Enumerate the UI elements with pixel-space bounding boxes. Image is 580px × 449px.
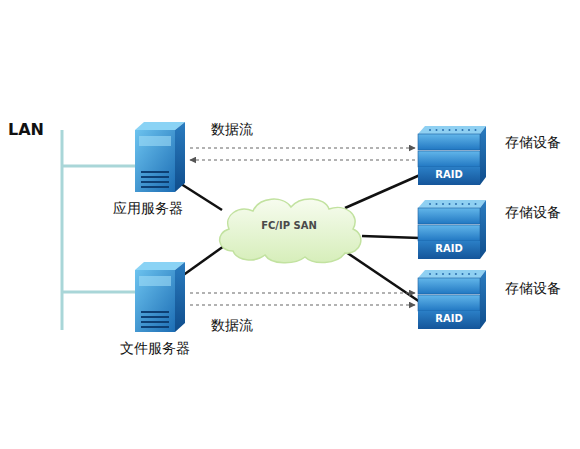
server-label: 文件服务器	[112, 340, 197, 358]
server-slot	[141, 186, 169, 188]
raid-panel	[418, 225, 480, 241]
server-panel	[139, 136, 171, 146]
flow-label: 数据流	[211, 121, 253, 139]
san-link	[345, 175, 420, 208]
raid-vent	[475, 273, 477, 275]
san-link	[362, 236, 420, 238]
raid-label: RAID	[418, 313, 480, 324]
storage-label: 存储设备	[505, 134, 561, 152]
cloud-node: FC/IP SAN	[213, 193, 365, 265]
raid-panel	[418, 295, 480, 311]
raid-panel	[418, 151, 480, 167]
lan-branch	[62, 165, 137, 168]
raid-vent	[462, 129, 464, 131]
raid-vent	[475, 203, 477, 205]
server-icon	[135, 262, 187, 332]
raid-vent	[442, 203, 444, 205]
raid-top	[418, 200, 486, 208]
raid-vent	[442, 129, 444, 131]
raid-vent	[462, 203, 464, 205]
raid-vent	[455, 273, 457, 275]
server-node: 应用服务器	[105, 118, 190, 222]
server-front	[135, 130, 175, 192]
raid-panel	[418, 278, 480, 294]
raid-top	[418, 126, 486, 134]
server-slot	[141, 316, 169, 318]
raid-panel	[418, 208, 480, 224]
raid-band	[418, 311, 480, 329]
server-slot	[141, 321, 169, 323]
storage-node: RAID 存储设备	[418, 198, 568, 260]
raid-vent	[468, 203, 470, 205]
raid-side	[480, 200, 486, 259]
raid-vent	[429, 203, 431, 205]
raid-vent	[449, 273, 451, 275]
san-link	[343, 250, 420, 302]
raid-side	[480, 270, 486, 329]
raid-vent	[449, 129, 451, 131]
storage-label: 存储设备	[505, 204, 561, 222]
server-front	[135, 270, 175, 332]
server-icon	[135, 122, 187, 192]
server-slot	[141, 326, 169, 328]
server-slot	[141, 176, 169, 178]
lan-branch	[62, 291, 137, 294]
san-link	[178, 182, 222, 210]
raid-band	[418, 167, 480, 185]
cloud-label: FC/IP SAN	[213, 220, 365, 231]
storage-node: RAID 存储设备	[418, 124, 568, 186]
server-panel	[139, 276, 171, 286]
raid-band	[418, 241, 480, 259]
raid-vent	[442, 273, 444, 275]
raid-vent	[436, 129, 438, 131]
raid-side	[480, 126, 486, 185]
raid-vent	[436, 203, 438, 205]
data-flow-arrow	[190, 147, 415, 148]
server-slot	[141, 311, 169, 313]
server-side	[175, 262, 185, 332]
server-label: 应用服务器	[105, 200, 190, 218]
connector-group	[178, 148, 420, 305]
lan-bus-line	[61, 130, 64, 330]
raid-vent	[455, 129, 457, 131]
network-label: LAN	[8, 120, 44, 139]
raid-vent	[468, 129, 470, 131]
raid-vent	[429, 273, 431, 275]
raid-vent	[468, 273, 470, 275]
raid-top	[418, 270, 486, 278]
lan-bus	[62, 130, 137, 330]
data-flow-arrow	[190, 159, 415, 160]
storage-node: RAID 存储设备	[418, 268, 568, 330]
raid-vent	[436, 273, 438, 275]
data-flow-arrow	[190, 292, 415, 293]
server-slot	[141, 181, 169, 183]
raid-vent	[455, 203, 457, 205]
server-side	[175, 122, 185, 192]
data-flow-arrow	[190, 304, 415, 305]
flow-label: 数据流	[211, 317, 253, 335]
raid-panel	[418, 134, 480, 150]
raid-label: RAID	[418, 169, 480, 180]
raid-vent	[449, 203, 451, 205]
server-node: 文件服务器	[112, 258, 197, 362]
raid-vent	[462, 273, 464, 275]
server-slot	[141, 171, 169, 173]
storage-label: 存储设备	[505, 280, 561, 298]
raid-vent	[429, 129, 431, 131]
raid-vent	[475, 129, 477, 131]
san-link	[182, 246, 224, 276]
raid-label: RAID	[418, 243, 480, 254]
